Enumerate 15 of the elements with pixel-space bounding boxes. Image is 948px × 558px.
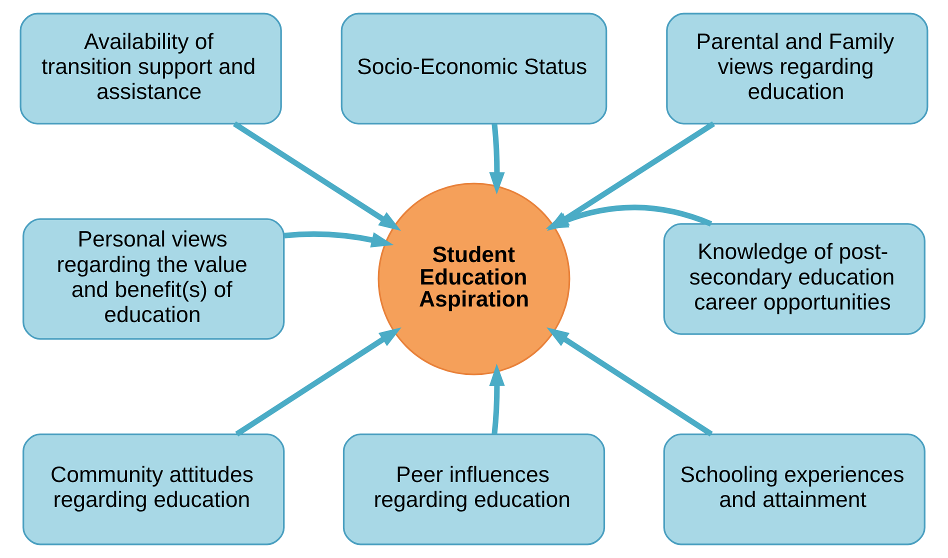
node-box: Knowledge of post-secondary education career opportunities xyxy=(663,223,926,335)
node-box: Peer influences regarding education xyxy=(342,433,606,546)
node-box: Personal views regarding the value and benefit(s) of education xyxy=(22,218,285,340)
node-box: Parental and Family views regarding education xyxy=(666,12,928,125)
arrow xyxy=(235,327,402,436)
node-box: Schooling experiences and attainment xyxy=(663,433,926,546)
arrow xyxy=(232,121,402,231)
arrow xyxy=(489,364,505,435)
node-box: Socio-Economic Status xyxy=(340,12,608,125)
node-box: Community attitudes regarding education xyxy=(22,433,285,546)
node-box: Availability of transition support and assistance xyxy=(20,12,282,125)
arrow xyxy=(546,204,712,229)
arrow xyxy=(546,327,713,436)
arrow xyxy=(489,124,505,195)
arrow xyxy=(284,231,394,248)
